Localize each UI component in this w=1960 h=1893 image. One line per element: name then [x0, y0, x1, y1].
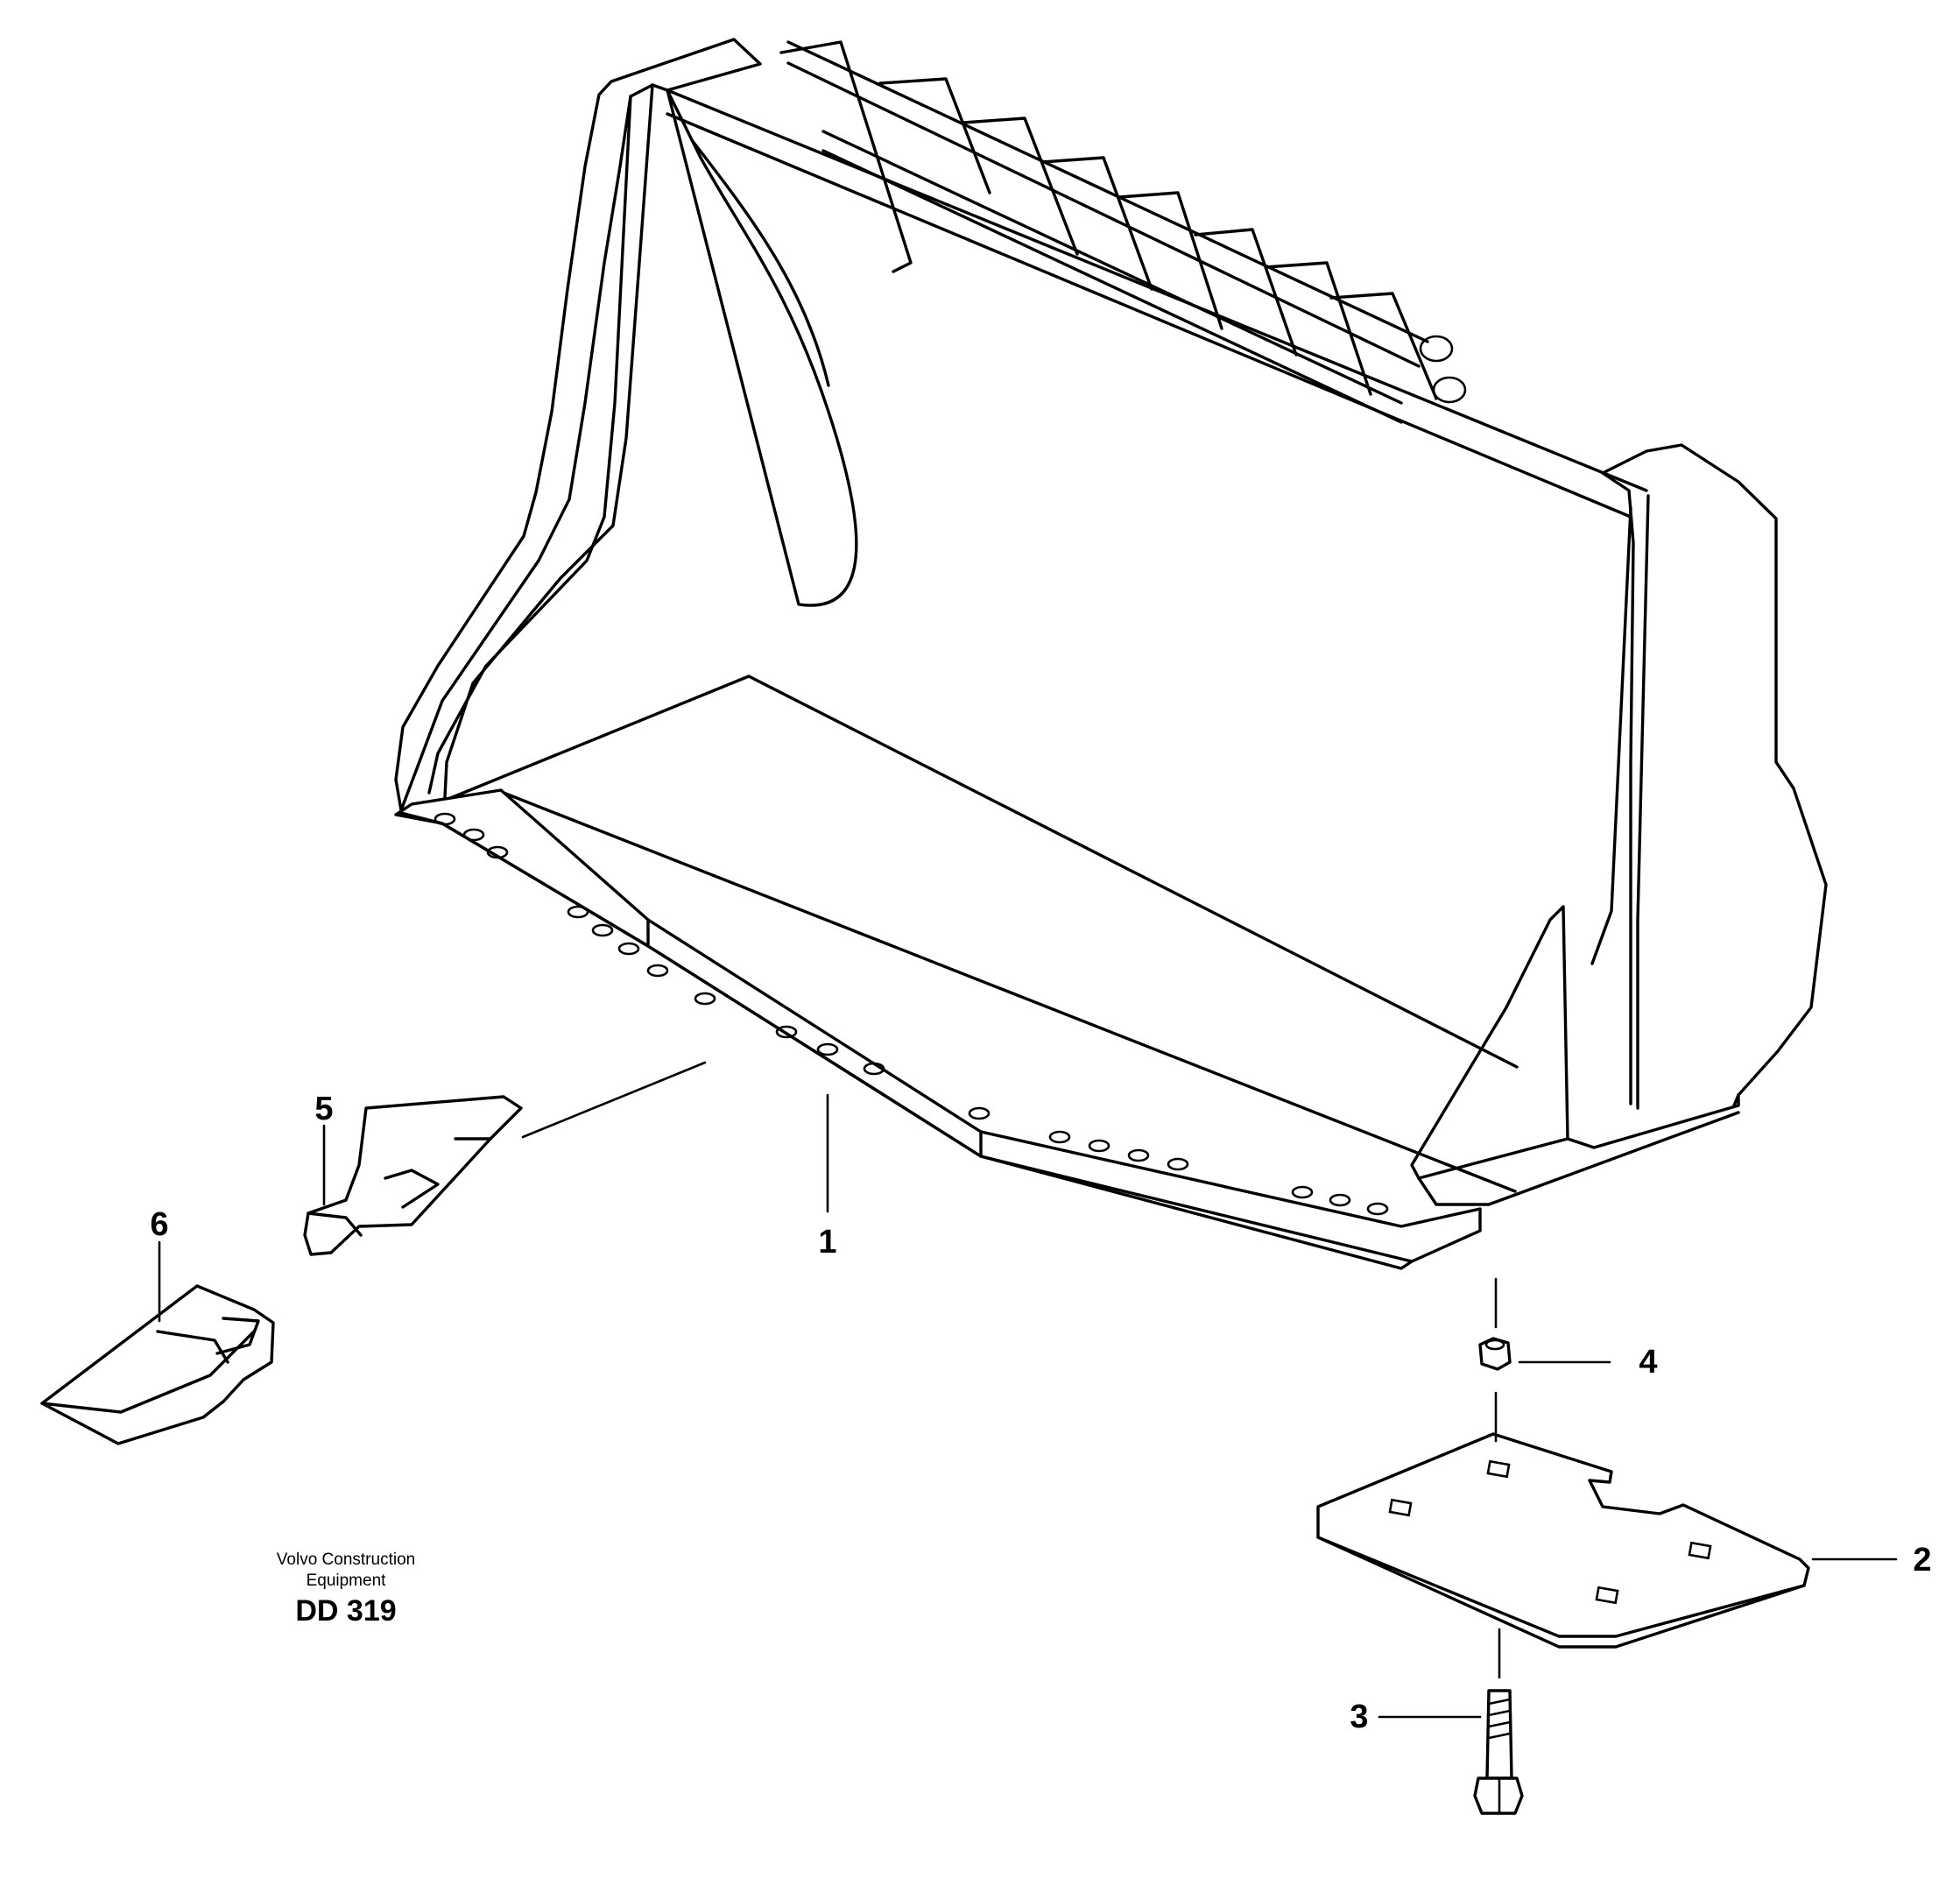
tooth-adapter [303, 1095, 523, 1256]
wear-plate [1316, 1432, 1810, 1649]
doc-id: DD 319 [295, 1594, 396, 1628]
credit-line-2: Equipment [307, 1572, 387, 1590]
callout-1: 1 [818, 1224, 836, 1261]
credit-line-1: Volvo Construction [277, 1550, 415, 1569]
callout-2: 2 [1913, 1542, 1931, 1579]
lip-bolt-holes [434, 812, 1389, 1216]
callout-5: 5 [314, 1091, 333, 1127]
bucket-tooth [40, 1284, 275, 1445]
leader-line-5-pointer [521, 1061, 707, 1139]
callout-6: 6 [150, 1206, 168, 1243]
hex-bolt [1473, 1628, 1524, 1815]
callout-4: 4 [1639, 1344, 1657, 1381]
bucket-assembly [394, 38, 1828, 1270]
hinge-brackets [779, 40, 1467, 424]
hex-nut [1478, 1277, 1512, 1443]
callout-3: 3 [1350, 1699, 1368, 1735]
